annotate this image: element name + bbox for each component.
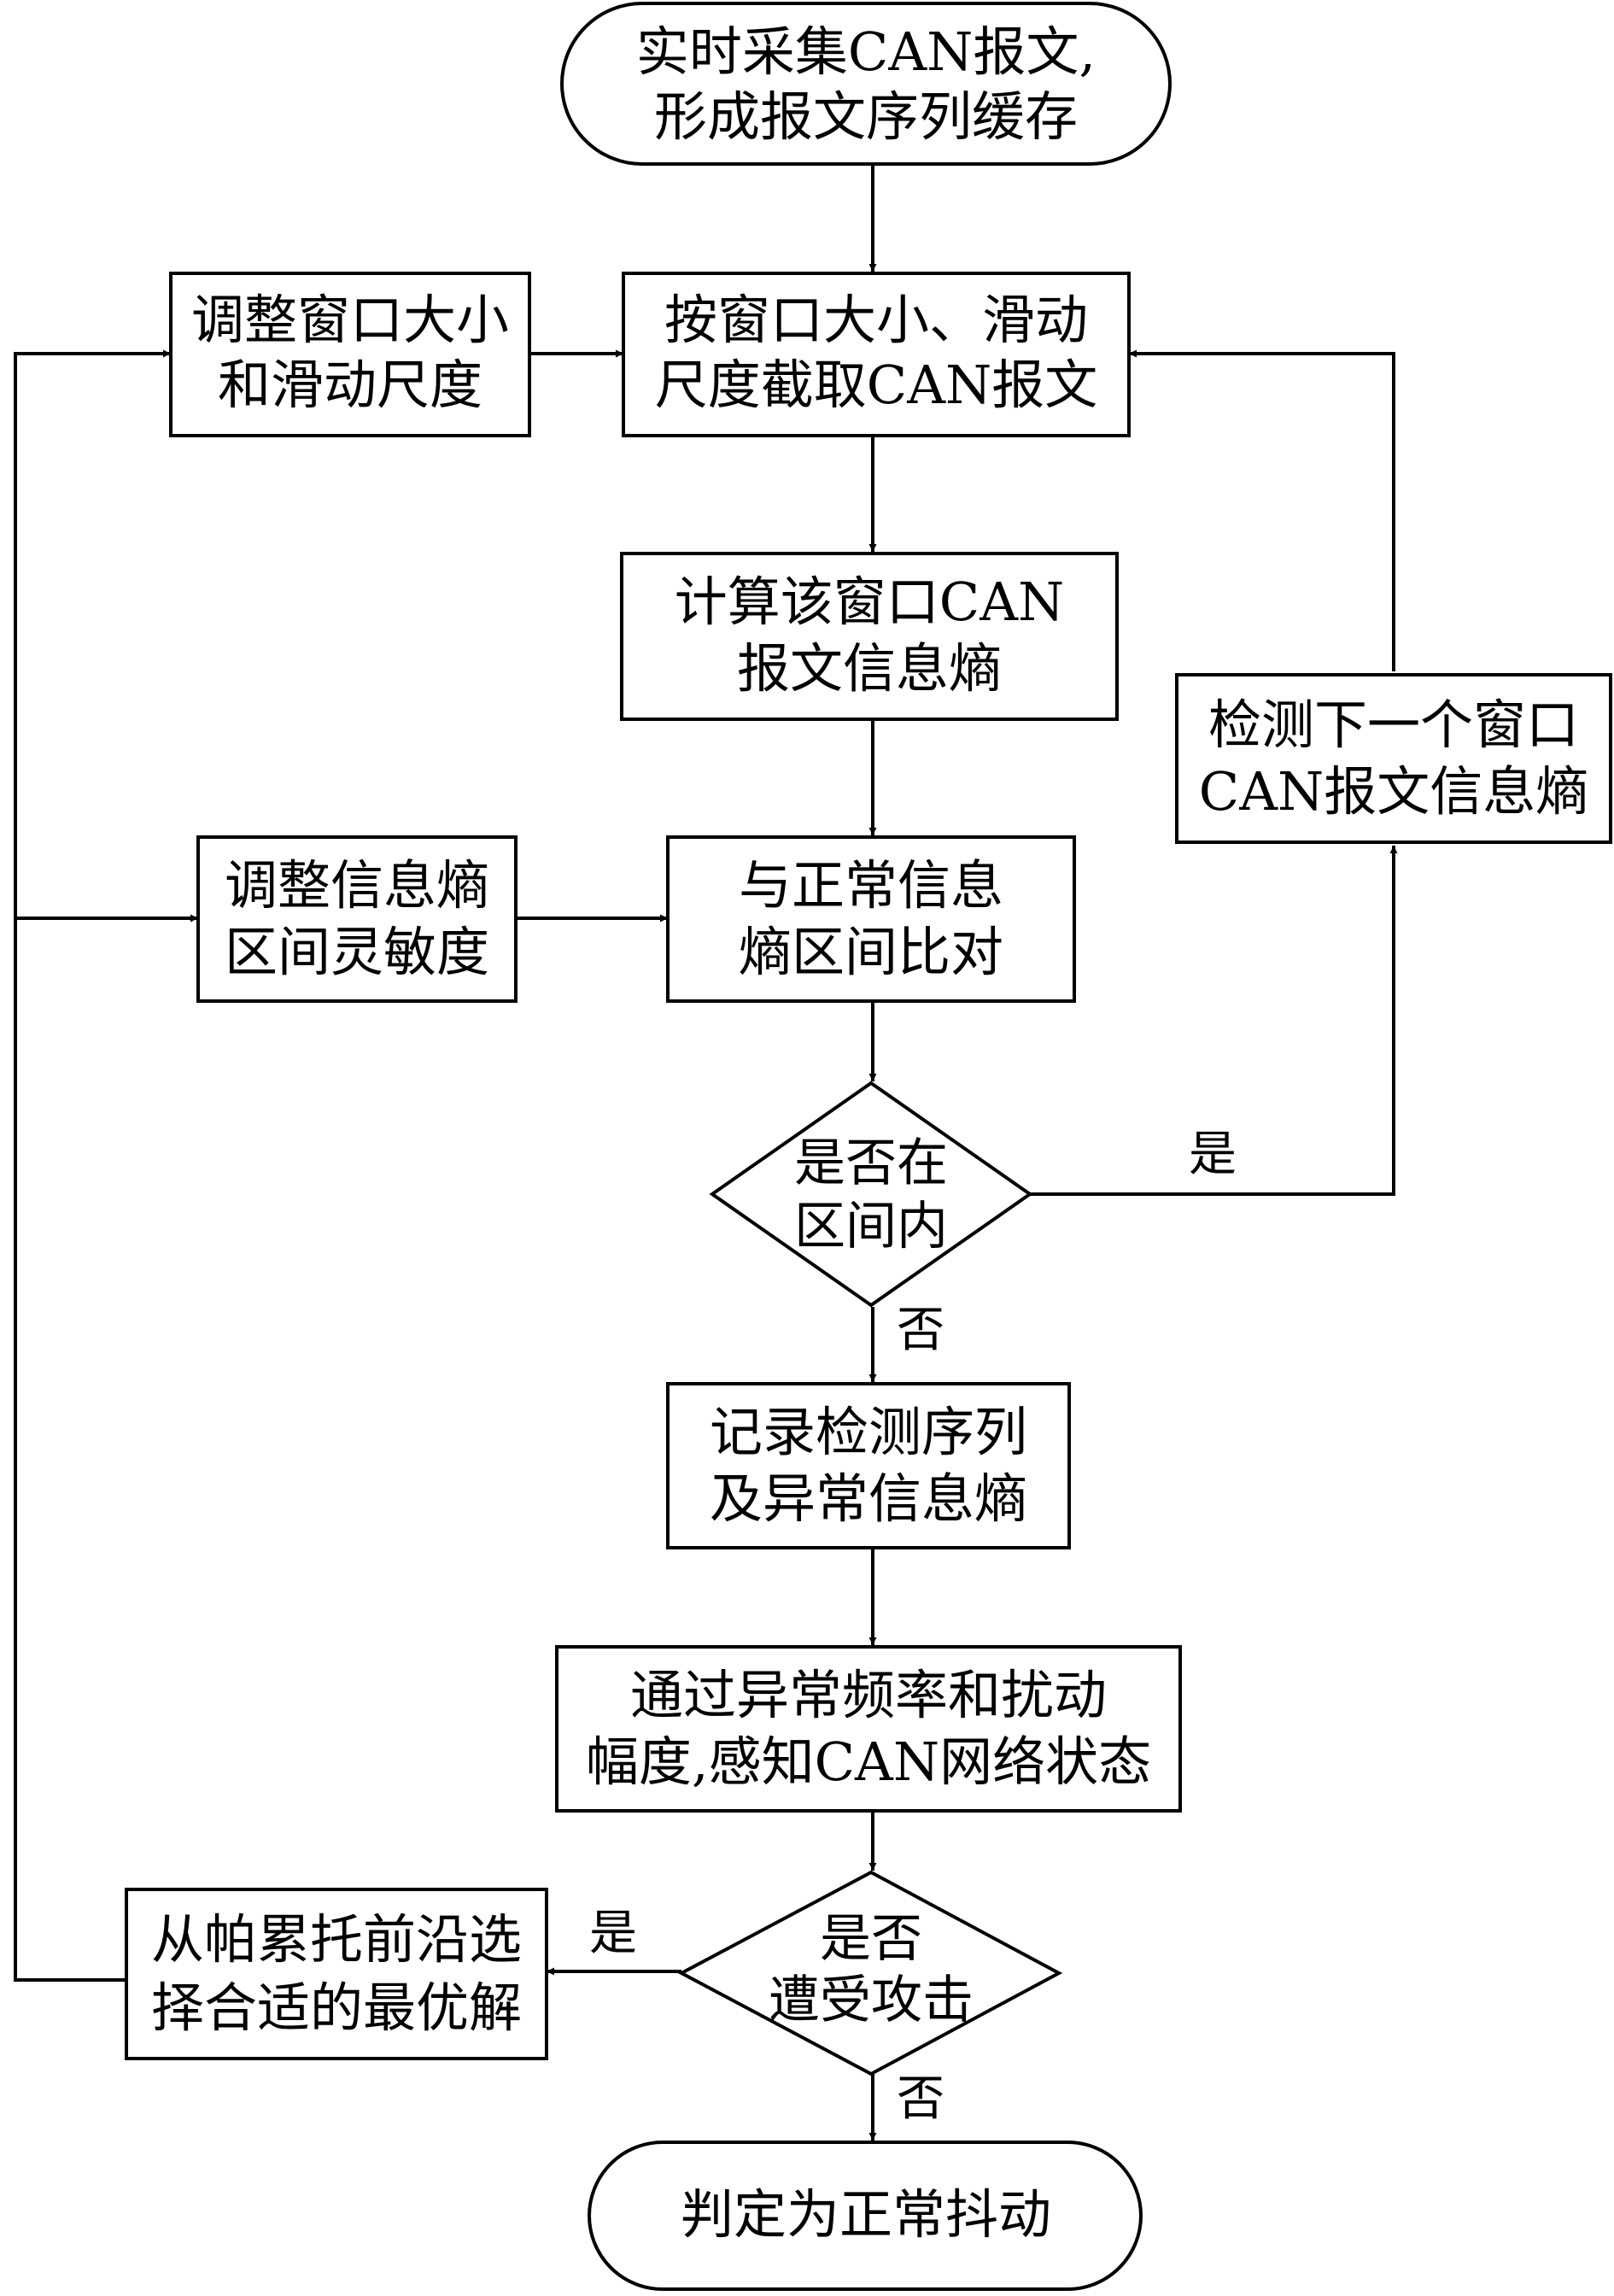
compute-entropy-process: 计算该窗口CAN 报文信息熵 <box>620 552 1119 721</box>
start-terminal: 实时采集CAN报文, 形成报文序列缓存 <box>560 2 1172 166</box>
perceive-process: 通过异常频率和扰动 幅度,感知CAN网络状态 <box>555 1645 1182 1813</box>
start-line-1: 实时采集CAN报文, <box>636 20 1096 83</box>
record-process: 记录检测序列 及异常信息熵 <box>666 1382 1071 1549</box>
in-range-line-1: 是否在 <box>794 1133 948 1193</box>
attacked-line-1: 是否 <box>820 1909 922 1969</box>
end-terminal: 判定为正常抖动 <box>588 2141 1143 2291</box>
perceive-line-2: 幅度,感知CAN网络状态 <box>586 1731 1151 1793</box>
end-label: 判定为正常抖动 <box>681 2183 1051 2246</box>
edge-next-to-truncate <box>1129 349 1395 671</box>
adjust-window-line-2: 和滑动尺度 <box>218 354 482 416</box>
compare-line-1: 与正常信息 <box>739 854 1003 917</box>
pareto-line-2: 择合适的最优解 <box>151 1977 522 2039</box>
in-range-decision: 是否在 区间内 <box>709 1081 1033 1308</box>
truncate-line-1: 按窗口大小、滑动 <box>664 289 1088 351</box>
attacked-decision: 是否 遭受攻击 <box>677 1870 1063 2076</box>
compute-entropy-line-1: 计算该窗口CAN <box>675 571 1064 633</box>
start-line-2: 形成报文序列缓存 <box>654 85 1078 148</box>
adjust-sensitivity-line-1: 调整信息熵 <box>225 854 489 917</box>
attacked-no-label: 否 <box>897 2071 944 2127</box>
record-line-2: 及异常信息熵 <box>710 1467 1027 1530</box>
pareto-process: 从帕累托前沿选 择合适的最优解 <box>125 1888 548 2060</box>
edges <box>14 164 1398 2141</box>
adjust-window-line-1: 调整窗口大小 <box>191 289 509 351</box>
compare-process: 与正常信息 熵区间比对 <box>666 835 1076 1003</box>
attacked-yes-label: 是 <box>589 1906 637 1961</box>
edge-inrange-yes-to-next <box>1030 846 1398 1196</box>
compute-entropy-line-2: 报文信息熵 <box>737 637 1002 700</box>
next-window-line-2: CAN报文信息熵 <box>1199 760 1588 823</box>
next-window-process: 检测下一个窗口 CAN报文信息熵 <box>1175 673 1612 844</box>
perceive-line-1: 通过异常频率和扰动 <box>630 1664 1107 1726</box>
adjust-sensitivity-process: 调整信息熵 区间灵敏度 <box>196 835 518 1003</box>
adjust-sensitivity-line-2: 区间灵敏度 <box>225 921 489 983</box>
truncate-process: 按窗口大小、滑动 尺度截取CAN报文 <box>622 272 1131 437</box>
pareto-line-1: 从帕累托前沿选 <box>151 1908 522 1971</box>
truncate-line-2: 尺度截取CAN报文 <box>655 354 1097 416</box>
attacked-line-2: 遭受攻击 <box>769 1971 974 2030</box>
in-range-yes-label: 是 <box>1189 1127 1237 1182</box>
next-window-line-1: 检测下一个窗口 <box>1208 694 1579 756</box>
compare-line-2: 熵区间比对 <box>739 921 1003 983</box>
edge-pareto-feedback <box>14 349 171 1982</box>
record-line-1: 记录检测序列 <box>710 1401 1027 1463</box>
adjust-window-process: 调整窗口大小 和滑动尺度 <box>169 272 531 437</box>
in-range-line-2: 区间内 <box>794 1197 948 1256</box>
in-range-no-label: 否 <box>897 1303 944 1358</box>
